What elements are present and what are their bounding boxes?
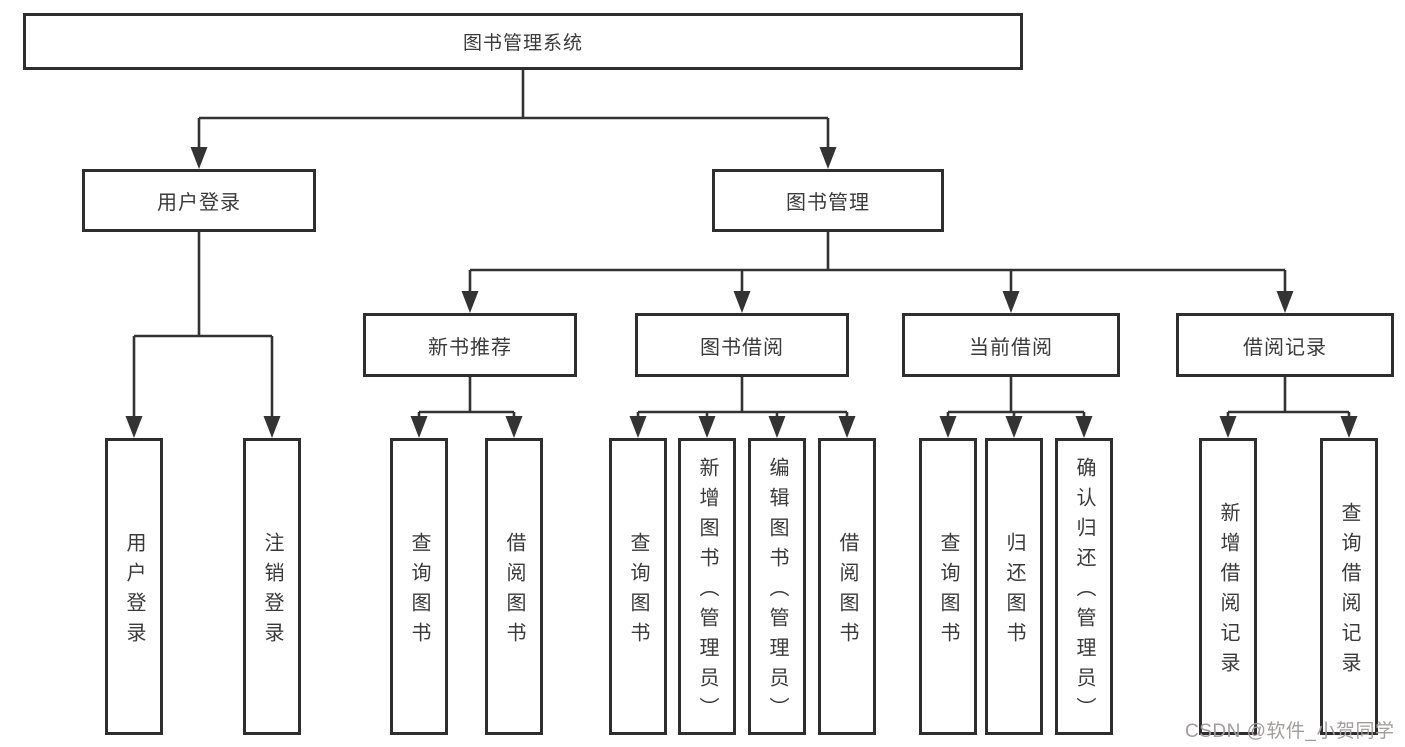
node-label: 新增图书（管理员）	[696, 456, 718, 727]
node-user-login: 用户登录	[82, 169, 316, 232]
node-label: 当前借阅	[969, 336, 1053, 359]
node-label: 借阅图书	[503, 531, 525, 652]
leaf-query-borrow-record: 查询借阅记录	[1320, 438, 1378, 735]
node-label: 借阅图书	[836, 531, 858, 652]
leaf-return-books: 归还图书	[985, 438, 1043, 735]
leaf-query-books-current: 查询图书	[919, 438, 977, 735]
node-label: 编辑图书（管理员）	[766, 456, 788, 727]
node-label: 查询图书	[627, 531, 649, 652]
node-label: 图书借阅	[700, 336, 784, 359]
leaf-query-books-borrowing: 查询图书	[609, 438, 667, 735]
node-label: 图书管理	[786, 192, 870, 214]
node-label: 归还图书	[1003, 531, 1025, 652]
node-new-book-recommendation: 新书推荐	[363, 313, 577, 377]
leaf-add-borrow-record: 新增借阅记录	[1199, 438, 1257, 735]
node-label: 图书管理系统	[462, 33, 583, 54]
node-label: 确认归还（管理员）	[1073, 456, 1095, 727]
leaf-confirm-return-admin: 确认归还（管理员）	[1055, 438, 1113, 735]
node-book-management: 图书管理	[712, 169, 944, 232]
leaf-add-book-admin: 新增图书（管理员）	[678, 438, 736, 735]
node-borrowing-records: 借阅记录	[1176, 313, 1394, 377]
node-library-management-system: 图书管理系统	[23, 13, 1023, 70]
leaf-edit-book-admin: 编辑图书（管理员）	[748, 438, 806, 735]
leaf-user-login: 用户登录	[105, 438, 163, 735]
watermark: CSDN @软件_小贺同学	[1185, 721, 1395, 742]
node-label: 用户登录	[157, 192, 241, 214]
node-label: 借阅记录	[1243, 336, 1327, 359]
node-label: 注销登录	[261, 531, 283, 652]
node-label: 新书推荐	[428, 336, 512, 359]
leaf-borrow-books-recommend: 借阅图书	[485, 438, 543, 735]
node-current-borrowing: 当前借阅	[902, 313, 1120, 377]
node-label: 新增借阅记录	[1217, 501, 1239, 682]
node-label: 查询图书	[408, 531, 430, 652]
leaf-borrow-books: 借阅图书	[818, 438, 876, 735]
leaf-query-books-recommend: 查询图书	[390, 438, 448, 735]
node-label: 查询图书	[937, 531, 959, 652]
leaf-logout: 注销登录	[243, 438, 301, 735]
node-label: 用户登录	[123, 531, 145, 652]
node-book-borrowing: 图书借阅	[635, 313, 849, 377]
node-label: 查询借阅记录	[1338, 501, 1360, 682]
